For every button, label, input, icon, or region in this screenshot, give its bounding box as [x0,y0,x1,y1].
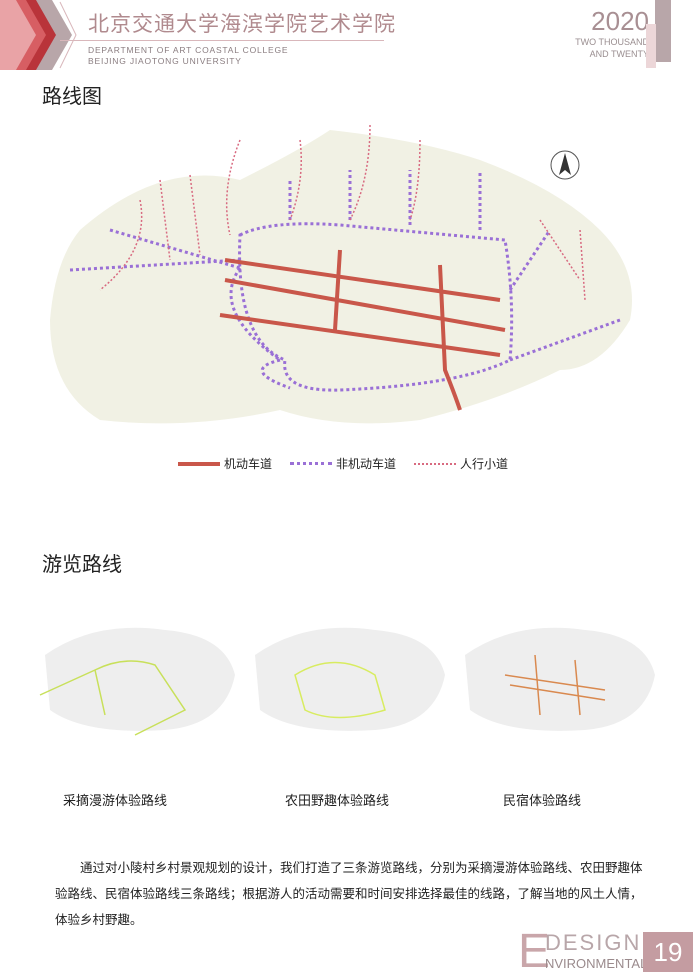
route-legend: 机动车道 非机动车道 人行小道 [178,455,508,472]
year-line1: TWO THOUSAND [575,37,649,47]
route-map-homestay [465,627,655,731]
route-caption-picking: 采摘漫游体验路线 [63,794,168,809]
legend-label: 非机动车道 [336,457,397,471]
legend-non-motor: 非机动车道 [290,455,396,472]
header-decor-bar-light [646,24,656,68]
page-number: 19 [643,932,693,972]
legend-label: 人行小道 [460,457,509,471]
pedestrian-paths [99,124,586,301]
school-name-cn: 北京交通大学海滨学院艺术学院 [88,12,396,36]
section-title-route-map: 路线图 [42,84,102,108]
section-title-tour-routes: 游览路线 [42,552,122,576]
route-map-farm [255,627,445,731]
north-arrow-icon [550,150,580,180]
footer-environmental: NVIRONMENTAL [545,956,648,971]
route-map-picking [39,627,235,736]
header-decor-bar [655,0,671,62]
footer-letter-e: E [518,925,551,978]
non-motor-lanes [69,170,621,392]
legend-swatch [178,461,220,466]
dept-line1: DEPARTMENT OF ART COASTAL COLLEGE [88,45,289,55]
year: 2020 [591,6,649,36]
route-caption-homestay: 民宿体验路线 [503,794,582,809]
route-caption-farm: 农田野趣体验路线 [285,794,390,809]
year-line2: AND TWENTY [589,49,649,59]
legend-label: 机动车道 [224,457,273,471]
motor-lanes [219,249,506,411]
dept-line2: BEIJING JIAOTONG UNIVERSITY [88,56,242,66]
footer-design: DESIGN [545,930,642,955]
header-chevron-logo [0,0,77,70]
route-map [50,124,632,424]
description-paragraph: 通过对小陵村乡村景观规划的设计，我们打造了三条游览路线，分别为采摘漫游体验路线、… [55,860,643,927]
year-text: TWO THOUSAND AND TWENTY [575,36,649,60]
tour-route-maps [39,627,655,736]
legend-motor: 机动车道 [178,455,272,472]
legend-swatch [414,462,457,465]
legend-pedestrian: 人行小道 [414,455,508,472]
header-divider [60,40,384,41]
legend-swatch [290,462,333,465]
